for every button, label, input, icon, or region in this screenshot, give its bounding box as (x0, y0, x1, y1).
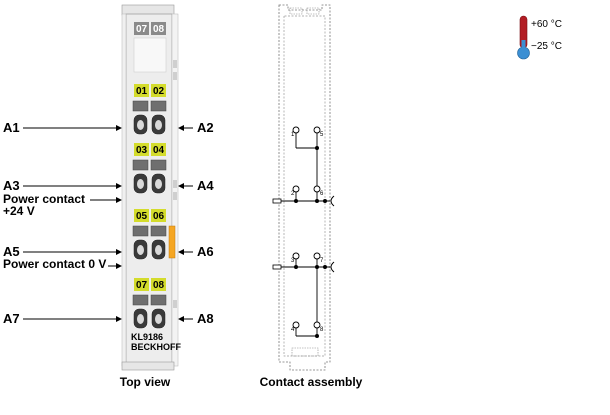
led-label: 02 (153, 86, 165, 97)
contact-number: 3 (291, 258, 295, 264)
label-a1: A1 (3, 120, 20, 135)
label-a3: A3 (3, 178, 20, 193)
module-type-label: KL9186 (131, 332, 163, 342)
arrow-a7 (116, 316, 122, 322)
power-contact-strip (168, 225, 176, 259)
terminal-module: 07 08 01 02 03 04 05 06 07 08 (121, 4, 181, 371)
label-a8: A8 (197, 311, 214, 326)
thermometer-icon (517, 15, 530, 60)
spring-clamp-terminal (150, 225, 167, 260)
contact-number: 5 (320, 132, 324, 138)
arrow-a1 (116, 125, 122, 131)
temperature-max: +60 °C (531, 19, 562, 30)
contact-number: 4 (291, 327, 295, 333)
led-block-top: 07 08 (134, 22, 166, 35)
label-power-contact-24v: Power contact (3, 192, 85, 206)
spring-clamp-terminal (132, 100, 149, 135)
contact-group-upper: 1 5 2 6 (291, 126, 327, 203)
caption-contact-assembly: Contact assembly (260, 375, 363, 389)
arrow-a5 (116, 249, 122, 255)
arrow-pc24 (116, 197, 122, 203)
label-a6: A6 (197, 244, 214, 259)
contact-assembly: 1 5 2 6 3 7 4 8 (272, 4, 335, 371)
label-a7: A7 (3, 311, 20, 326)
contact-number: 1 (291, 132, 295, 138)
contact-number: 2 (291, 191, 295, 197)
led-block-4: 07 08 (134, 278, 166, 291)
label-power-contact-24v-value: +24 V (3, 204, 35, 218)
left-labels: A1 A3 Power contact +24 V A5 Power conta… (3, 120, 122, 326)
label-power-contact-0v: Power contact 0 V (3, 257, 106, 271)
caption-top-view: Top view (120, 375, 171, 389)
spring-clamp-terminal (132, 225, 149, 260)
spring-clamp-terminal (132, 294, 149, 329)
led-label: 03 (136, 145, 148, 156)
led-label: 08 (153, 24, 165, 35)
arrow-a6 (178, 249, 184, 255)
contact-number: 8 (320, 327, 324, 333)
led-block-1: 01 02 (134, 84, 166, 97)
led-label: 01 (136, 86, 148, 97)
module-brand: BECKHOFF (131, 342, 181, 352)
led-label: 04 (153, 145, 165, 156)
spring-clamp-terminal (150, 159, 167, 194)
arrow-a3 (116, 183, 122, 189)
label-a5: A5 (3, 244, 20, 259)
label-a4: A4 (197, 178, 214, 193)
temperature-min: −25 °C (531, 41, 562, 52)
led-label: 07 (136, 280, 148, 291)
led-label: 08 (153, 280, 165, 291)
led-block-3: 05 06 (134, 209, 166, 222)
contact-number: 7 (320, 258, 324, 264)
arrow-a8 (178, 316, 184, 322)
led-label: 05 (136, 211, 148, 222)
right-labels: A2 A4 A6 A8 (178, 120, 214, 326)
terminal-clamps (132, 100, 167, 329)
contact-group-lower: 3 7 4 8 (291, 252, 330, 338)
contact-number: 6 (320, 191, 324, 197)
spring-clamp-terminal (150, 294, 167, 329)
led-label: 07 (136, 24, 148, 35)
led-label: 06 (153, 211, 165, 222)
arrow-pc0 (116, 263, 122, 269)
spring-clamp-terminal (150, 100, 167, 135)
label-a2: A2 (197, 120, 214, 135)
arrow-a4 (178, 183, 184, 189)
arrow-a2 (178, 125, 184, 131)
spring-clamp-terminal (132, 159, 149, 194)
led-block-2: 03 04 (134, 143, 166, 156)
